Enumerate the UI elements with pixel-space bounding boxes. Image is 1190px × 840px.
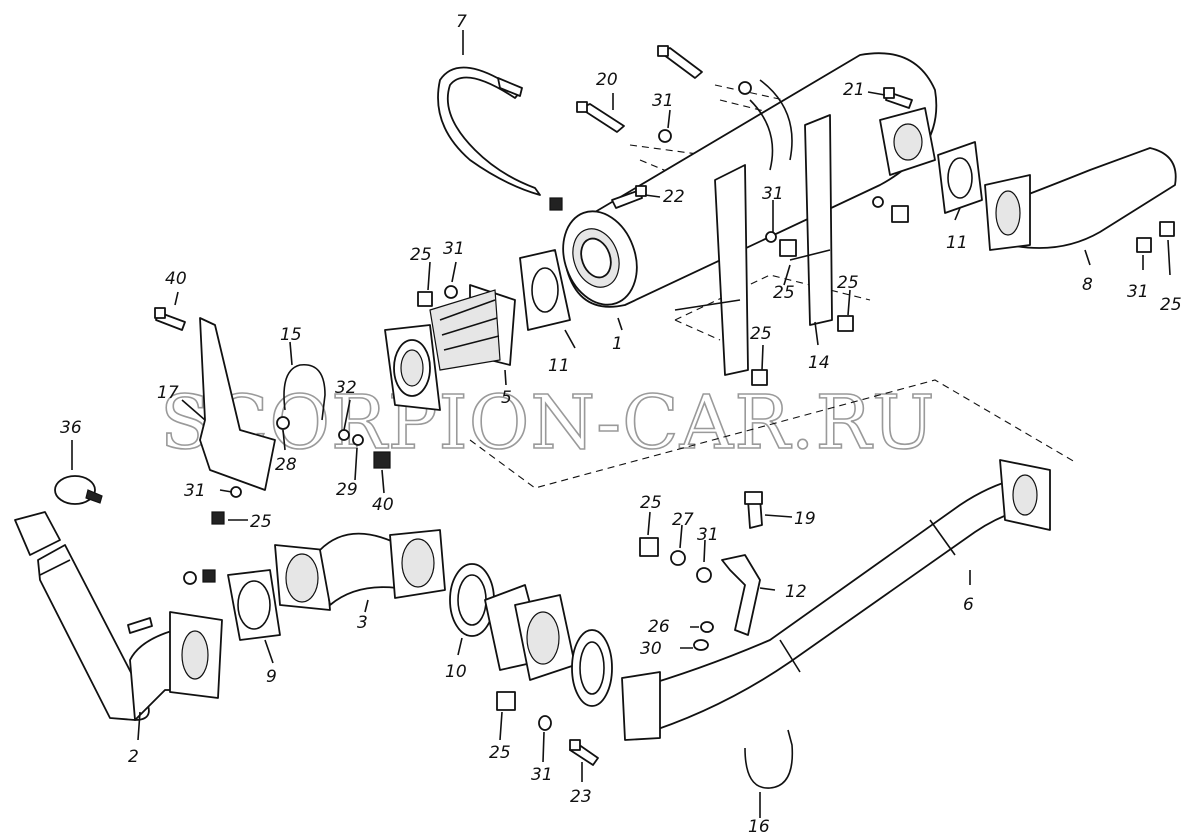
u-bolt-part-16 <box>744 729 794 789</box>
gasket-part-11-front <box>519 249 571 331</box>
callout-12: 12 <box>785 582 807 602</box>
clamp-part-36 <box>54 475 103 505</box>
callout-26: 26 <box>648 617 670 637</box>
bracket-part-12 <box>721 554 761 636</box>
bolts <box>127 45 913 766</box>
callout-25: 25 <box>489 743 511 763</box>
leader-lines <box>71 30 1171 818</box>
callout-40: 40 <box>165 269 187 289</box>
callout-11: 11 <box>946 233 968 253</box>
callout-25: 25 <box>250 512 272 532</box>
exhaust-pipe-part-6 <box>621 459 1051 741</box>
callout-23: 23 <box>570 787 592 807</box>
callout-5: 5 <box>501 388 512 408</box>
callout-31: 31 <box>443 239 465 259</box>
callout-22: 22 <box>663 187 685 207</box>
callout-7: 7 <box>456 12 467 32</box>
callout-19: 19 <box>794 509 816 529</box>
callout-6: 6 <box>963 595 974 615</box>
callout-20: 20 <box>596 70 618 90</box>
callout-11: 11 <box>548 356 570 376</box>
gasket-part-11-rear <box>937 141 983 214</box>
callout-28: 28 <box>275 455 297 475</box>
callout-31: 31 <box>762 184 784 204</box>
callout-numbers: 7 20 31 21 22 31 11 8 31 25 25 25 25 14 … <box>60 12 1182 837</box>
gasket-part-6-inlet <box>571 629 613 707</box>
callout-31: 31 <box>184 481 206 501</box>
u-bolt-part-15 <box>283 364 326 421</box>
muffler-part-1 <box>562 52 938 376</box>
flange-adapter <box>484 584 576 681</box>
callout-2: 2 <box>128 747 139 767</box>
callout-29: 29 <box>336 480 358 500</box>
callout-1: 1 <box>612 334 623 354</box>
callout-36: 36 <box>60 418 82 438</box>
callout-9: 9 <box>266 667 277 687</box>
callout-25: 25 <box>640 493 662 513</box>
callout-14: 14 <box>808 353 830 373</box>
bracket-part-17 <box>199 317 276 491</box>
callout-25: 25 <box>1160 295 1182 315</box>
callout-40: 40 <box>372 495 394 515</box>
elbow-pipe-part-3 <box>274 529 446 611</box>
callout-25: 25 <box>773 283 795 303</box>
callout-3: 3 <box>357 613 368 633</box>
gasket-part-9 <box>227 569 281 641</box>
callout-31: 31 <box>1127 282 1149 302</box>
callout-31: 31 <box>531 765 553 785</box>
callout-15: 15 <box>280 325 302 345</box>
nuts-and-washers <box>183 81 1175 731</box>
rear-pipe-part-8 <box>984 147 1177 251</box>
clamp-strap-part-7 <box>437 66 541 196</box>
callout-10: 10 <box>445 662 467 682</box>
flexible-joint-part-5 <box>384 284 516 411</box>
callout-30: 30 <box>640 639 662 659</box>
callout-25: 25 <box>750 324 772 344</box>
callout-32: 32 <box>335 378 357 398</box>
callout-27: 27 <box>672 510 694 530</box>
callout-21: 21 <box>843 80 865 100</box>
callout-17: 17 <box>157 383 179 403</box>
callout-31: 31 <box>697 525 719 545</box>
callout-25: 25 <box>410 245 432 265</box>
callout-31: 31 <box>652 91 674 111</box>
down-pipe-part-2 <box>14 511 223 721</box>
callout-16: 16 <box>748 817 770 837</box>
callout-25: 25 <box>837 273 859 293</box>
callout-8: 8 <box>1082 275 1093 295</box>
